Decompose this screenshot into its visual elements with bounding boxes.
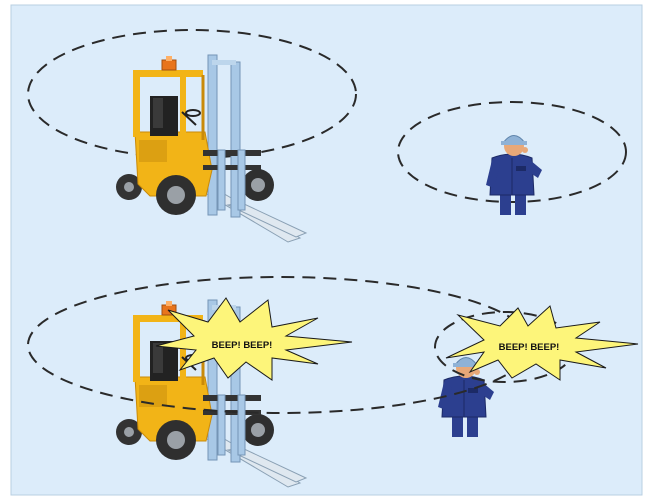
- diagram-panel: [11, 5, 642, 495]
- forklift-beep-text: BEEP! BEEP!: [212, 340, 273, 351]
- worker-beep-text: BEEP! BEEP!: [499, 342, 560, 353]
